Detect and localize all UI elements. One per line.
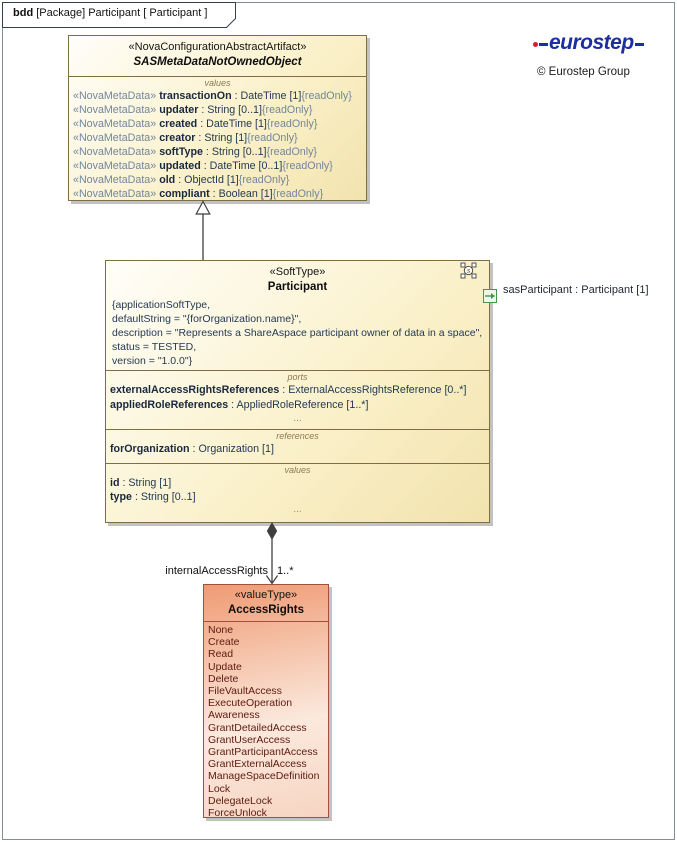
enum-literal-row: FileVaultAccess	[208, 685, 282, 698]
participant-header-compartment: «SoftType» Participant {applicationSoftT…	[106, 261, 489, 370]
enum-literal-row: GrantDetailedAccess	[208, 721, 307, 734]
enum-literal-row: None	[208, 624, 234, 636]
class-header: «valueType» AccessRights	[204, 585, 328, 621]
copyright-text: © Eurostep Group	[537, 66, 630, 78]
compartment-label: values	[204, 78, 231, 88]
enum-literal-row: GrantUserAccess	[208, 733, 291, 746]
logo-wordmark: eurostep	[549, 30, 634, 54]
tag-line: defaultString = "{forOrganization.name}"…	[112, 313, 302, 325]
attribute-row: «NovaMetaData»creator : String [1]{readO…	[73, 132, 298, 144]
class-sasmetadatanotownedobject[interactable]: «NovaConfigurationAbstractArtifact» SASM…	[68, 35, 367, 201]
ports-compartment: ports externalAccessRightsReferences : E…	[106, 370, 489, 429]
proxy-port[interactable]	[483, 289, 497, 303]
reference-row: forOrganization : Organization [1]	[110, 443, 274, 455]
enum-literal-row: GrantParticipantAccess	[208, 746, 318, 759]
compartment-label: references	[276, 431, 319, 441]
port-arrow-icon	[485, 293, 495, 299]
ports-ellipsis: ...	[293, 413, 302, 424]
compartment-label: values	[284, 465, 311, 475]
participant-references: forOrganization : Organization [1]	[106, 442, 489, 457]
values-compartment: values «NovaMetaData»transactionOn : Dat…	[69, 76, 366, 204]
proxy-port-label: sasParticipant : Participant [1]	[503, 284, 649, 296]
logo-right-dash-icon	[634, 42, 644, 46]
value-row: id : String [1]	[110, 477, 172, 489]
tag-line: {applicationSoftType,	[112, 299, 211, 311]
enum-literal-row: Update	[208, 660, 242, 673]
enum-literal-row: Awareness	[208, 709, 260, 722]
attribute-row: «NovaMetaData»updated : DateTime [0..1]{…	[73, 160, 333, 172]
eurostep-logo: eurostep	[533, 31, 644, 57]
class-stereotype: «SoftType»	[269, 266, 326, 278]
participant-values: id : String [1] type : String [0..1]	[106, 476, 489, 504]
class-name: Participant	[267, 281, 328, 293]
enum-literal-row: ForceUnlock	[208, 807, 267, 818]
enum-literal-row: Create	[208, 636, 240, 649]
attribute-row: «NovaMetaData»updater : String [0..1]{re…	[73, 104, 313, 116]
attribute-row: «NovaMetaData»compliant : Boolean [1]{re…	[73, 188, 324, 200]
class-name: AccessRights	[227, 604, 305, 616]
attribute-row: «NovaMetaData»old : ObjectId [1]{readOnl…	[73, 174, 290, 186]
participant-ports: externalAccessRightsReferences : Externa…	[106, 383, 489, 413]
svg-text:S: S	[467, 268, 471, 275]
tag-line: version = "1.0.0"}	[112, 355, 193, 367]
class-stereotype: «valueType»	[234, 589, 298, 601]
class-stereotype: «NovaConfigurationAbstractArtifact»	[128, 41, 307, 53]
diagram-tab-shape	[2, 2, 236, 28]
attribute-row: «NovaMetaData»softType : String [0..1]{r…	[73, 146, 318, 158]
values-compartment: values id : String [1] type : String [0.…	[106, 463, 489, 523]
compartment-label: ports	[287, 372, 308, 382]
port-row: externalAccessRightsReferences : Externa…	[110, 384, 467, 396]
class-accessrights[interactable]: «valueType» AccessRights None Create Rea…	[203, 584, 329, 818]
enum-literal-row: GrantExternalAccess	[208, 758, 307, 771]
participant-tags: {applicationSoftType, defaultString = "{…	[106, 295, 489, 368]
enum-literal-row: Delete	[208, 672, 239, 685]
sas-meta-attributes: «NovaMetaData»transactionOn : DateTime […	[69, 89, 366, 201]
enum-literal-row: Read	[208, 648, 234, 661]
attribute-row: «NovaMetaData»created : DateTime [1]{rea…	[73, 118, 318, 130]
composition-role-name: internalAccessRights	[165, 565, 268, 577]
tag-line: status = TESTED,	[112, 341, 197, 353]
value-row: type : String [0..1]	[110, 491, 196, 503]
class-header: «SoftType» Participant	[106, 261, 489, 295]
softtype-icon: S	[460, 262, 477, 279]
diagram-tab-title: bdd [Package] Participant [ Participant …	[13, 7, 207, 19]
port-row: appliedRoleReferences : AppliedRoleRefer…	[110, 399, 369, 411]
literals-compartment: None Create Read Update Delete FileVault…	[204, 621, 328, 818]
enum-literal-row: ExecuteOperation	[208, 697, 293, 710]
diagram-kind: bdd	[13, 7, 34, 19]
logo-dot-icon	[533, 41, 538, 47]
attribute-row: «NovaMetaData»transactionOn : DateTime […	[73, 90, 352, 102]
class-participant[interactable]: «SoftType» Participant {applicationSoftT…	[105, 260, 490, 523]
class-header: «NovaConfigurationAbstractArtifact» SASM…	[69, 36, 366, 76]
tag-line: description = "Represents a ShareAspace …	[112, 327, 483, 339]
diagram-title: [Package] Participant [ Participant ]	[33, 7, 208, 19]
enum-literal-row: ManageSpaceDefinition	[208, 770, 320, 783]
references-compartment: references forOrganization : Organizatio…	[106, 429, 489, 463]
composition-multiplicity: 1..*	[277, 565, 294, 577]
accessrights-literals: None Create Read Update Delete FileVault…	[204, 624, 328, 818]
class-name: SASMetaDataNotOwnedObject	[133, 56, 302, 68]
logo-left-dash-icon	[539, 42, 548, 46]
enum-literal-row: DelegateLock	[208, 794, 273, 807]
enum-literal-row: Lock	[208, 782, 231, 795]
values-ellipsis: ...	[293, 504, 302, 515]
